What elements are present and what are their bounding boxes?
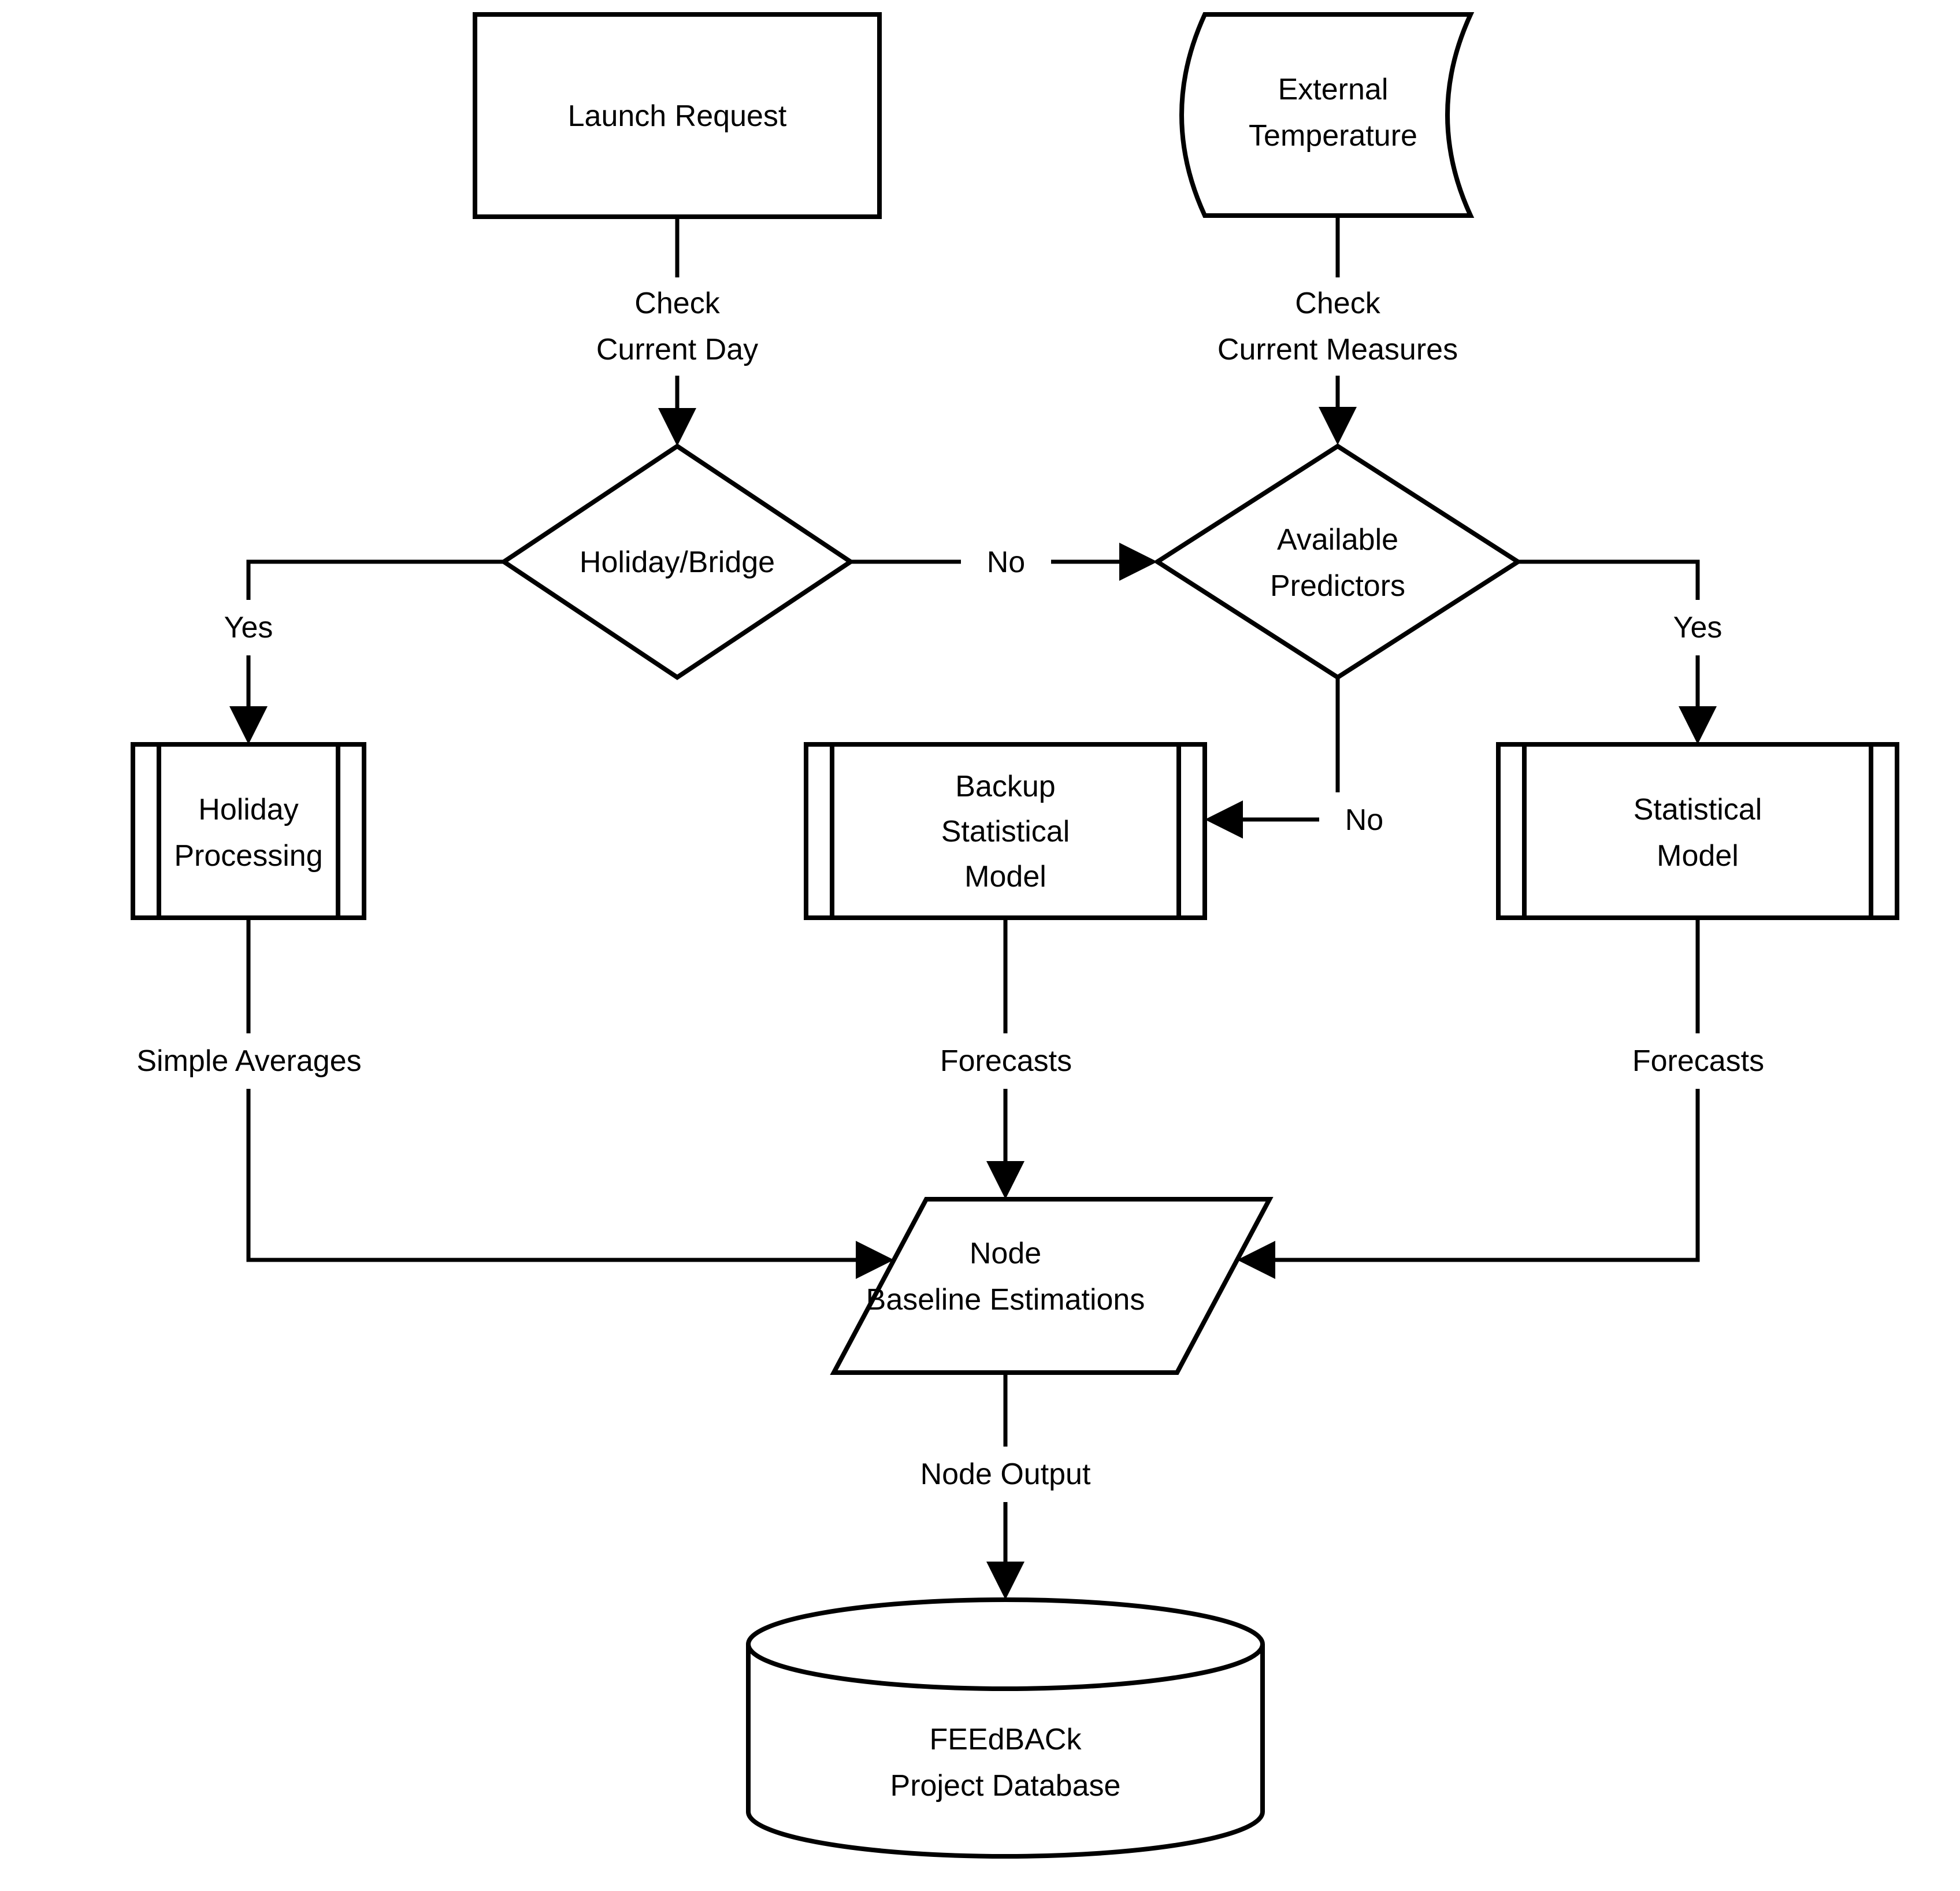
check-current-measures-label-line1: Check — [1295, 287, 1380, 320]
labelbg — [912, 1447, 1099, 1502]
labels: Launch Request External Temperature Holi… — [136, 73, 1764, 1803]
arrowhead-down-icon — [986, 1562, 1024, 1600]
statistical-model-label-line1: Statistical — [1634, 793, 1762, 826]
database-cylinder-top — [746, 1597, 1265, 1691]
edge-forecasts-statistical — [1273, 918, 1700, 1262]
no-to-backup-label: No — [1345, 803, 1383, 837]
edges — [229, 216, 1717, 1600]
node-baseline-estimations-label-line1: Node — [970, 1237, 1041, 1270]
labelbg — [1620, 1033, 1777, 1089]
labelbg — [1319, 792, 1409, 848]
arrowhead-left-icon — [1205, 800, 1243, 839]
node-baseline-estimations-label-line2: Baseline Estimations — [866, 1283, 1145, 1317]
backup-statistical-model-node — [804, 742, 1207, 920]
yes-right-label: Yes — [1673, 611, 1723, 644]
external-temperature-node — [1179, 12, 1475, 218]
backup-statistical-model-label-line2: Statistical — [941, 815, 1070, 848]
arrowhead-left-icon — [1237, 1241, 1275, 1279]
statistical-model-label-line2: Model — [1657, 839, 1739, 873]
forecasts-backup-label: Forecasts — [940, 1044, 1072, 1078]
backup-statistical-model-label-line1: Backup — [955, 770, 1055, 803]
arrowhead-down-icon — [1679, 706, 1717, 744]
no-between-decisions-label: No — [987, 546, 1025, 579]
node-output-label: Node Output — [920, 1458, 1091, 1491]
check-current-day-label-line1: Check — [634, 287, 720, 320]
labelbg — [124, 1033, 374, 1089]
database-cylinder-body — [746, 1644, 1265, 1859]
external-temperature-label-line1: External — [1278, 73, 1389, 106]
nodes — [131, 12, 1899, 1859]
check-current-day-label-line2: Current Day — [596, 333, 758, 366]
holiday-bridge-label: Holiday/Bridge — [580, 546, 775, 579]
arrowhead-down-icon — [658, 408, 696, 446]
yes-left-label: Yes — [224, 611, 273, 644]
holiday-processing-label-line2: Processing — [174, 839, 322, 873]
edge-label-backgrounds — [124, 277, 1777, 1502]
edge-yes-to-holiday-processing — [246, 559, 504, 709]
launch-request-node — [473, 12, 882, 219]
feedback-database-label-line2: Project Database — [890, 1769, 1121, 1803]
arrowhead-down-icon — [986, 1161, 1024, 1199]
statistical-model-node — [1496, 742, 1899, 920]
holiday-processing-node — [131, 742, 366, 920]
arrowhead-right-icon — [856, 1241, 894, 1279]
feedback-database-label-line1: FEEdBACk — [930, 1723, 1082, 1756]
labelbg — [1653, 600, 1743, 655]
arrowhead-down-icon — [229, 706, 268, 744]
labelbg — [1193, 277, 1482, 376]
available-predictors-decision — [1153, 443, 1523, 680]
edge-yes-to-statistical-model — [1518, 559, 1700, 709]
labelbg — [203, 600, 294, 655]
labelbg — [547, 277, 807, 376]
available-predictors-label-line2: Predictors — [1270, 569, 1405, 603]
launch-request-label: Launch Request — [568, 99, 787, 133]
check-current-measures-label-line2: Current Measures — [1217, 333, 1458, 366]
edge-simple-averages — [246, 918, 858, 1262]
holiday-bridge-decision — [499, 443, 855, 680]
arrowhead-down-icon — [1319, 407, 1357, 445]
labelbg — [927, 1033, 1085, 1089]
forecasts-statistical-label: Forecasts — [1632, 1044, 1764, 1078]
available-predictors-label-line1: Available — [1277, 523, 1398, 557]
arrowhead-right-icon — [1119, 543, 1157, 581]
holiday-processing-label-line1: Holiday — [198, 793, 298, 826]
node-baseline-estimations-node — [830, 1197, 1274, 1375]
labelbg — [961, 535, 1051, 590]
backup-statistical-model-label-line3: Model — [964, 860, 1046, 893]
external-temperature-label-line2: Temperature — [1249, 119, 1417, 153]
simple-averages-label: Simple Averages — [136, 1044, 361, 1078]
